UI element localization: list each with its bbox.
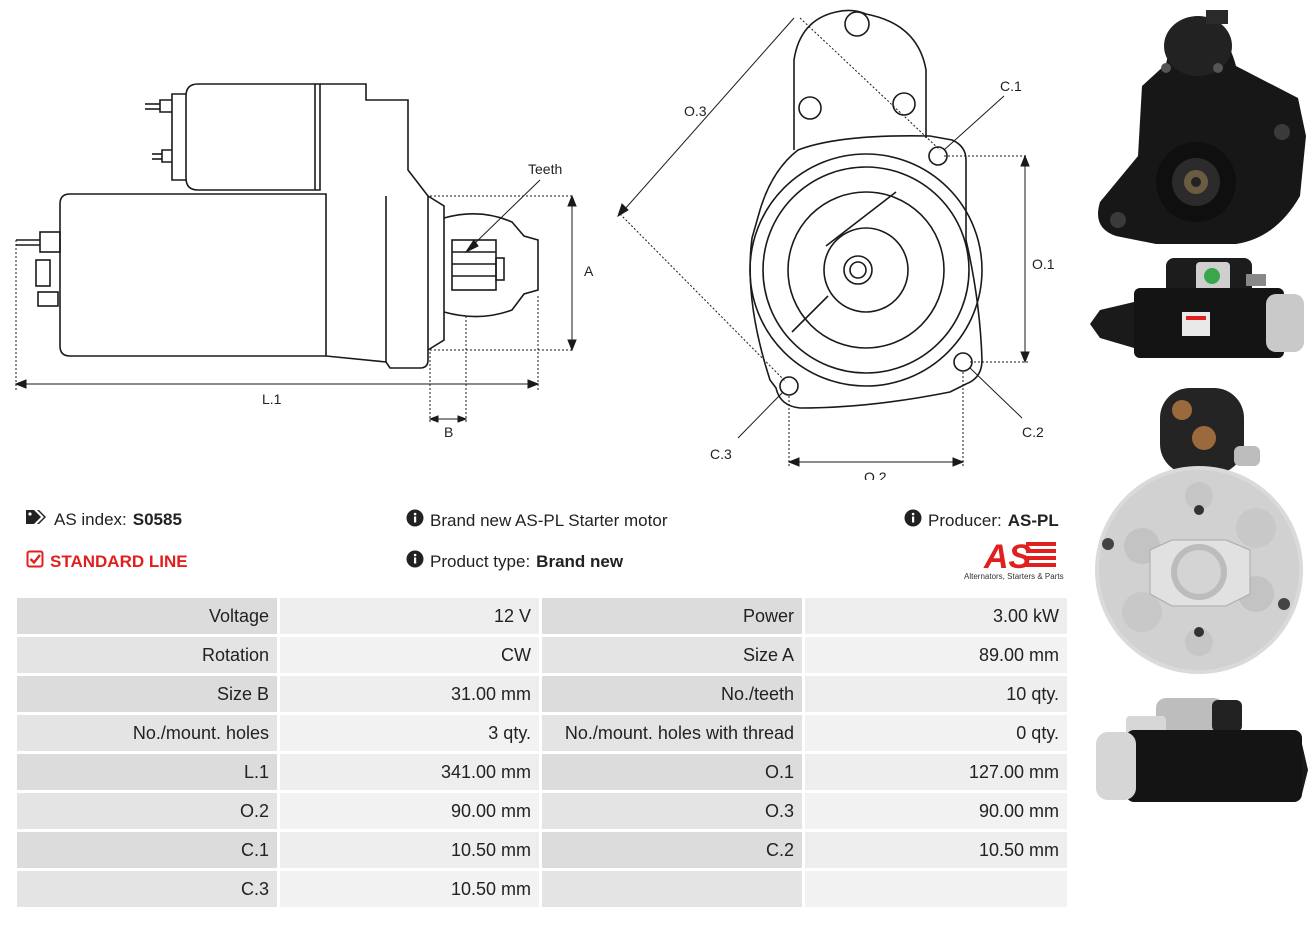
spec-value: 10.50 mm: [280, 871, 539, 907]
spec-label: C.2: [542, 832, 802, 868]
spec-value: 3 qty.: [280, 715, 539, 751]
spec-value: 31.00 mm: [280, 676, 539, 712]
spec-value: 3.00 kW: [805, 598, 1067, 634]
label-o1: O.1: [1032, 256, 1055, 272]
description: Brand new AS-PL Starter motor: [406, 509, 667, 532]
as-pl-logo: AS Alternators, Starters & Parts: [962, 538, 1070, 586]
product-type-value: Brand new: [536, 551, 624, 571]
photo-side-view-1: [1090, 258, 1304, 358]
spec-value: 341.00 mm: [280, 754, 539, 790]
spec-label: Size A: [542, 637, 802, 673]
spec-value: 90.00 mm: [805, 793, 1067, 829]
spec-label: No./mount. holes: [17, 715, 277, 751]
spec-label: Power: [542, 598, 802, 634]
spec-value: 10 qty.: [805, 676, 1067, 712]
label-b: B: [444, 424, 453, 440]
spec-value: 90.00 mm: [280, 793, 539, 829]
as-index-value: S0585: [132, 509, 182, 529]
side-view-diagram: Teeth A L.1 B: [14, 83, 594, 440]
spec-label: C.3: [17, 871, 277, 907]
spec-label: O.3: [542, 793, 802, 829]
logo-text: AS: [983, 538, 1032, 576]
spec-value: 127.00 mm: [805, 754, 1067, 790]
spec-label: L.1: [17, 754, 277, 790]
spec-label: Size B: [17, 676, 277, 712]
info-icon: [406, 509, 424, 532]
label-teeth: Teeth: [528, 161, 562, 177]
spec-label: [542, 871, 802, 907]
producer: Producer: AS-PL: [904, 509, 1059, 532]
spec-label: Rotation: [17, 637, 277, 673]
spec-value: CW: [280, 637, 539, 673]
label-c3: C.3: [710, 446, 732, 462]
spec-label: Voltage: [17, 598, 277, 634]
label-o2: O.2: [864, 469, 887, 480]
spec-value: 89.00 mm: [805, 637, 1067, 673]
spec-label: O.1: [542, 754, 802, 790]
photo-front-view: [1098, 10, 1306, 244]
tags-icon: [26, 509, 48, 530]
spec-value: 10.50 mm: [805, 832, 1067, 868]
info-icon: [904, 509, 922, 532]
spec-label: C.1: [17, 832, 277, 868]
info-icon: [406, 550, 424, 573]
photo-rear-view: [1095, 388, 1303, 674]
label-o3: O.3: [684, 103, 707, 119]
spec-label: No./mount. holes with thread: [542, 715, 802, 751]
label-l1: L.1: [262, 391, 282, 407]
spec-label: O.2: [17, 793, 277, 829]
label-c1: C.1: [1000, 78, 1022, 94]
standard-line-badge: STANDARD LINE: [26, 550, 188, 573]
as-index-label: AS index:: [54, 509, 127, 529]
logo-tagline: Alternators, Starters & Parts: [964, 572, 1064, 581]
spec-value: 10.50 mm: [280, 832, 539, 868]
spec-value: [805, 871, 1067, 907]
spec-value: 12 V: [280, 598, 539, 634]
check-square-icon: [26, 550, 44, 573]
description-text: Brand new AS-PL Starter motor: [430, 510, 668, 530]
producer-label: Producer:: [928, 510, 1002, 530]
label-c2: C.2: [1022, 424, 1044, 440]
label-a: A: [584, 263, 594, 279]
spec-value: 0 qty.: [805, 715, 1067, 751]
photo-side-view-2: [1096, 698, 1308, 802]
product-type: Product type: Brand new: [406, 550, 623, 573]
standard-line-text: STANDARD LINE: [50, 551, 188, 571]
as-index: AS index: S0585: [26, 509, 182, 530]
producer-value: AS-PL: [1007, 510, 1059, 530]
front-view-diagram: O.3 C.1 O.1 C.2 C.3 O.2: [617, 9, 1055, 480]
spec-label: No./teeth: [542, 676, 802, 712]
product-type-label: Product type:: [430, 551, 531, 571]
